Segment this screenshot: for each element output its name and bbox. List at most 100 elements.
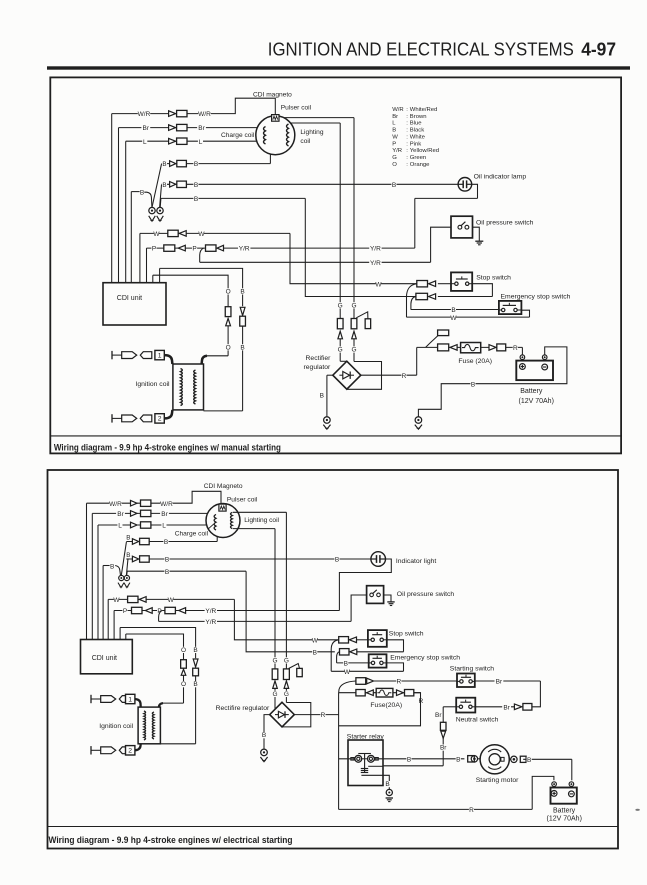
- svg-text:Pulser coil: Pulser coil: [281, 105, 312, 112]
- svg-text:B: B: [194, 182, 198, 189]
- svg-text:R: R: [321, 712, 326, 719]
- svg-text:Emergency stop switch: Emergency stop switch: [501, 293, 571, 300]
- svg-text:Black: Black: [410, 128, 424, 134]
- svg-text:2: 2: [158, 416, 162, 423]
- svg-text::: :: [406, 114, 408, 120]
- svg-text:G: G: [351, 347, 356, 354]
- svg-text:Br: Br: [435, 712, 442, 719]
- svg-text:4-97: 4-97: [581, 40, 616, 60]
- svg-text::: :: [406, 162, 408, 168]
- svg-text:B: B: [126, 552, 130, 559]
- svg-text:Br: Br: [392, 114, 398, 120]
- svg-text:G: G: [338, 347, 343, 354]
- svg-text:CDI unit: CDI unit: [117, 295, 142, 302]
- svg-text:Battery: Battery: [520, 388, 543, 395]
- svg-text:1: 1: [128, 696, 132, 703]
- svg-text:B: B: [385, 781, 389, 788]
- svg-text::: :: [406, 128, 408, 134]
- svg-text:Orange: Orange: [410, 162, 430, 168]
- svg-text:W: W: [153, 231, 160, 238]
- svg-text::: :: [406, 134, 408, 140]
- svg-text:W: W: [168, 597, 175, 604]
- svg-text:W: W: [312, 637, 319, 644]
- svg-text:White/Red: White/Red: [410, 107, 438, 113]
- svg-text:B: B: [392, 182, 396, 189]
- svg-text::: :: [406, 121, 408, 127]
- svg-text:Fuse (20A): Fuse (20A): [458, 358, 492, 365]
- svg-text:B: B: [165, 557, 169, 564]
- svg-text:Br: Br: [503, 704, 510, 711]
- svg-text:Brown: Brown: [410, 114, 427, 120]
- svg-text:P: P: [392, 141, 396, 147]
- svg-text:White: White: [410, 134, 426, 140]
- svg-text:Oil pressure switch: Oil pressure switch: [397, 591, 455, 598]
- svg-text:coil: coil: [300, 138, 310, 145]
- svg-text:B: B: [335, 557, 339, 564]
- svg-text:Oil indicator lamp: Oil indicator lamp: [474, 174, 527, 181]
- svg-text:(12V 70Ah): (12V 70Ah): [519, 398, 554, 405]
- svg-text:B: B: [451, 307, 455, 314]
- svg-text:Rectifire regulator: Rectifire regulator: [216, 705, 270, 712]
- svg-text:O: O: [181, 681, 186, 688]
- svg-text:B: B: [471, 381, 475, 388]
- svg-text:B: B: [344, 661, 348, 668]
- svg-text:CDI unit: CDI unit: [92, 655, 117, 662]
- svg-text:W: W: [113, 597, 120, 604]
- svg-text:Br: Br: [117, 511, 124, 518]
- svg-text:B: B: [240, 344, 244, 351]
- svg-text::: :: [406, 155, 408, 161]
- svg-text:Pulser coil: Pulser coil: [227, 496, 258, 503]
- svg-text:Fuse(20A): Fuse(20A): [370, 702, 402, 709]
- svg-text:Wiring diagram - 9.9 hp 4-stro: Wiring diagram - 9.9 hp 4-stroke engines…: [54, 442, 281, 453]
- svg-text:W/R: W/R: [198, 111, 211, 118]
- svg-text:Y/R: Y/R: [205, 608, 216, 615]
- svg-text:G: G: [351, 302, 356, 309]
- svg-text:W/R: W/R: [392, 107, 403, 113]
- svg-text:2: 2: [128, 748, 132, 755]
- svg-text:G: G: [284, 657, 289, 664]
- svg-text:Yellow/Red: Yellow/Red: [410, 148, 439, 154]
- svg-text:Battery: Battery: [553, 808, 576, 815]
- svg-text:1: 1: [158, 352, 162, 359]
- svg-text:W/R: W/R: [160, 501, 173, 508]
- svg-text:B: B: [313, 649, 317, 656]
- svg-text:W/R: W/R: [109, 501, 122, 508]
- svg-text:Indicator light: Indicator light: [396, 558, 437, 565]
- svg-text:B: B: [126, 535, 130, 542]
- svg-text:G: G: [272, 691, 277, 698]
- svg-text:W: W: [198, 231, 205, 238]
- svg-text:R: R: [397, 679, 402, 686]
- svg-text:G: G: [392, 155, 397, 161]
- svg-text:Neutral switch: Neutral switch: [456, 717, 499, 724]
- svg-text:G: G: [338, 302, 343, 309]
- svg-text:Lighting: Lighting: [300, 129, 323, 136]
- svg-text:Stop switch: Stop switch: [476, 275, 511, 282]
- svg-text:W: W: [375, 281, 382, 288]
- svg-text:B: B: [240, 288, 244, 295]
- svg-text:Charge coil: Charge coil: [221, 132, 255, 139]
- svg-text:P: P: [123, 608, 127, 615]
- svg-text:Br: Br: [496, 679, 503, 686]
- svg-text:Emergency stop switch: Emergency stop switch: [390, 655, 460, 662]
- svg-text::: :: [406, 107, 408, 113]
- svg-text:Lighting coil: Lighting coil: [244, 517, 279, 524]
- svg-text:O: O: [392, 162, 397, 168]
- svg-text::: :: [406, 148, 408, 154]
- svg-text:Blue: Blue: [410, 121, 423, 127]
- svg-text:P: P: [152, 246, 156, 253]
- svg-text:R: R: [402, 373, 407, 380]
- svg-text:B: B: [527, 757, 531, 764]
- svg-text:O: O: [226, 344, 231, 351]
- svg-text:Oil pressure switch: Oil pressure switch: [476, 219, 534, 226]
- svg-text:B: B: [110, 563, 114, 570]
- svg-text:Pink: Pink: [410, 141, 422, 147]
- svg-text:R: R: [419, 698, 424, 705]
- svg-text:B: B: [262, 732, 266, 739]
- svg-text:Charge coil: Charge coil: [175, 530, 209, 537]
- svg-text:L: L: [392, 121, 396, 127]
- svg-text:B: B: [165, 569, 169, 576]
- svg-text:W/R: W/R: [138, 111, 151, 118]
- svg-text:G: G: [284, 691, 289, 698]
- svg-text:L: L: [143, 139, 147, 146]
- svg-text:R: R: [469, 807, 474, 814]
